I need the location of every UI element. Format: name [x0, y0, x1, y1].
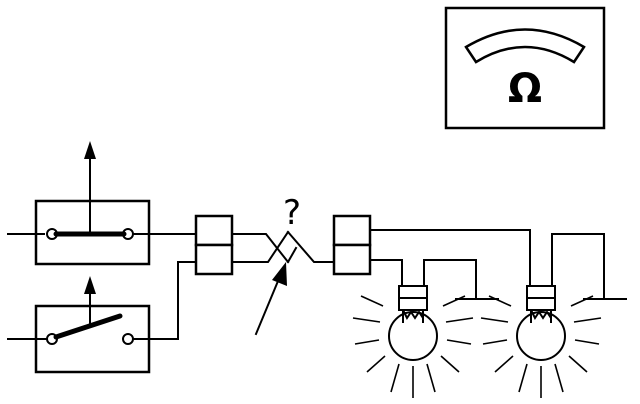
up-arrow-icon — [84, 276, 96, 294]
connector-left — [194, 214, 234, 276]
pointer-arrow-icon — [272, 262, 287, 286]
output-wiring — [369, 229, 627, 300]
lamp-left-filament — [402, 309, 424, 323]
lamp-left-glow — [352, 295, 474, 398]
up-arrow-icon — [84, 141, 96, 159]
connector-left-bottom-pin — [194, 243, 234, 276]
switch-open-blade — [53, 313, 123, 340]
lamp-left-bulb — [388, 311, 438, 361]
wire-lamp-left-to-ground — [423, 259, 477, 299]
wire-lamp-right-to-ground — [551, 233, 605, 299]
ohmmeter-scale-arc — [464, 28, 586, 64]
fault-question-mark: ? — [283, 193, 301, 233]
lamp-right — [480, 285, 602, 398]
switch-closed — [7, 141, 197, 266]
connector-right-top-pin — [332, 214, 372, 247]
connector-right — [332, 214, 372, 276]
wire-fault-continue-bottom — [286, 230, 335, 263]
connector-right-bottom-pin — [332, 243, 372, 276]
lamp-right-bulb — [516, 311, 566, 361]
connector-left-top-pin — [194, 214, 234, 247]
ohmmeter: Ω — [444, 6, 606, 130]
wire-fault-top — [231, 233, 290, 264]
wire-switch-open-to-connector — [159, 261, 197, 340]
wire-bottom-to-lamp-left — [369, 259, 403, 287]
ohmmeter-frame — [444, 6, 606, 130]
switch-open-terminal-right — [122, 333, 134, 345]
fault-section: ? — [231, 193, 335, 336]
switch-open — [7, 261, 197, 374]
lamp-right-glow — [480, 295, 602, 398]
fault-arrow-shaft — [254, 279, 280, 336]
lamp-right-filament — [530, 309, 552, 323]
wire-fault-cross — [286, 246, 298, 264]
lamp-left — [352, 285, 474, 398]
ohm-symbol: Ω — [508, 66, 542, 112]
wire-top-to-lamp-right — [369, 229, 531, 291]
wire-fault-bottom — [231, 230, 290, 263]
